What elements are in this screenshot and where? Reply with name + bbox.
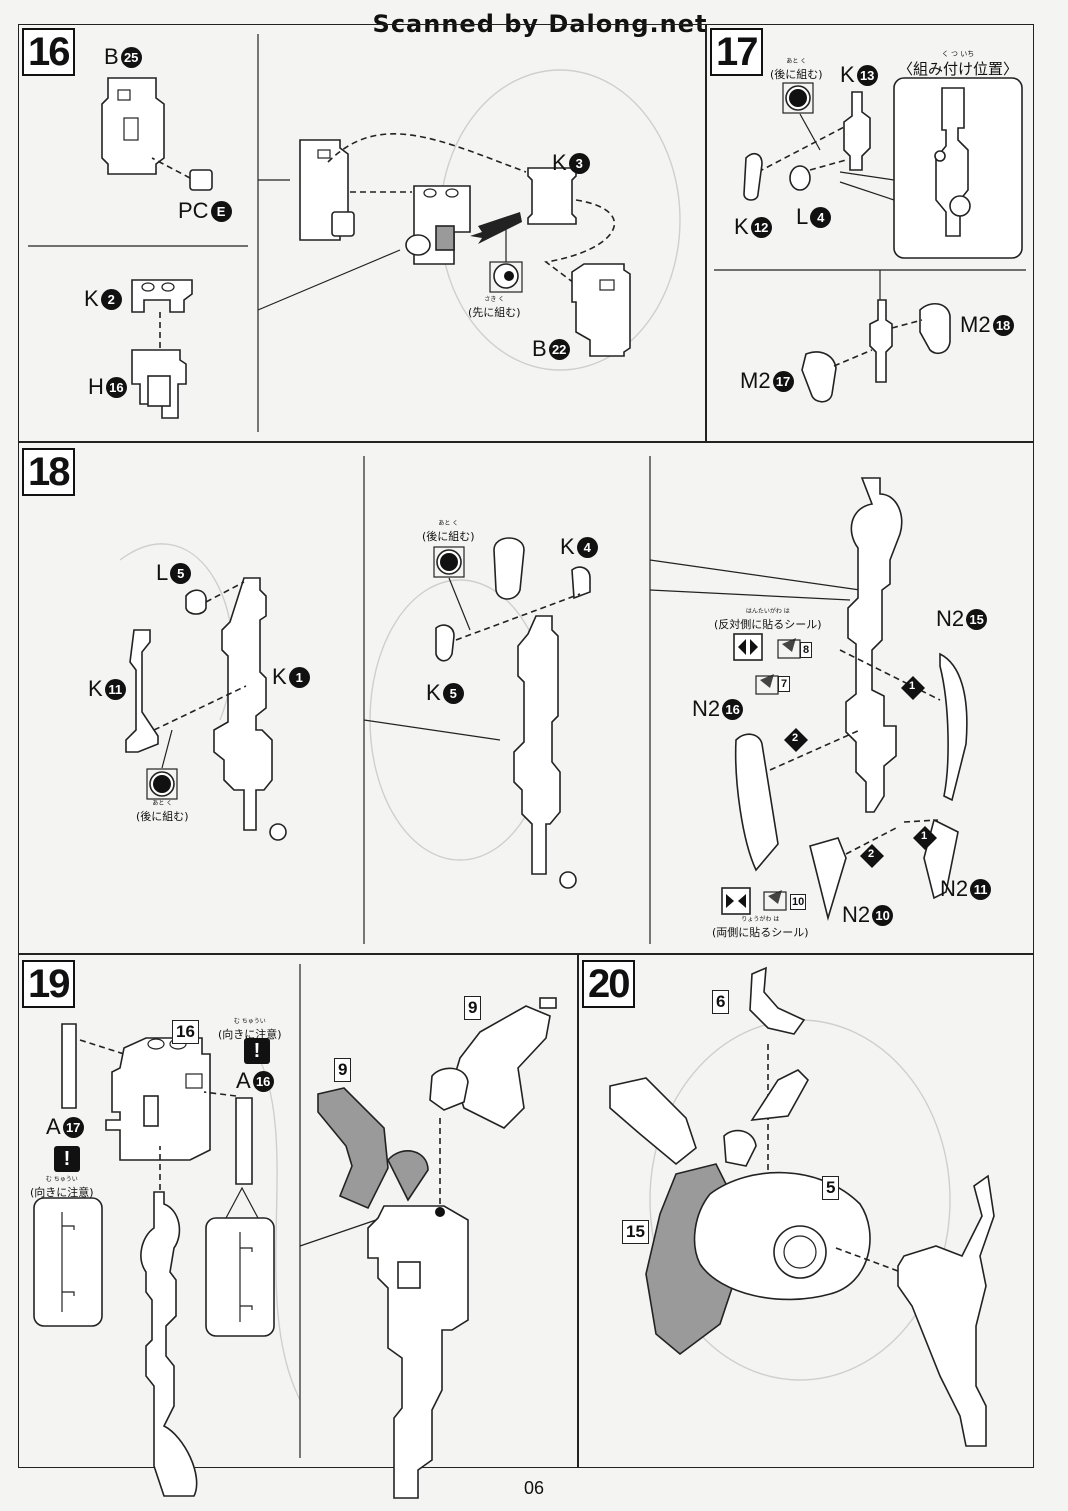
step-20-art: [609, 966, 995, 1447]
ref-part-15: 15: [622, 1220, 649, 1244]
sticker-number-10: 10: [790, 894, 807, 910]
order-arrow-2b: 2: [868, 848, 875, 860]
mounting-position-label: く つ いち〈組み付け位置〉: [898, 50, 1019, 78]
ref-part-5: 5: [822, 1176, 840, 1200]
step-18-panel: [18, 442, 1034, 954]
caution-icon: !: [54, 1146, 80, 1172]
step-16-number: 16: [22, 28, 75, 76]
step-20-panel: [578, 954, 1034, 1468]
order-arrow-1a: 1: [909, 680, 916, 692]
assemble-later-note-17: あと く(後に組む): [770, 58, 823, 81]
step-19-number: 19: [22, 960, 75, 1008]
order-arrow-2a: 2: [792, 732, 799, 744]
step-16-art: [28, 34, 631, 432]
step-20-number: 20: [582, 960, 635, 1008]
sticker-both-sides-note: りょうがわ は(両側に貼るシール): [712, 916, 809, 939]
ref-part-6: 6: [712, 990, 730, 1014]
sticker-number-7: 7: [778, 676, 791, 692]
ref-part-9b: 9: [334, 1058, 352, 1082]
step-19-art: [33, 964, 557, 1499]
step-19-panel: [18, 954, 578, 1468]
caution-icon: !: [244, 1038, 270, 1064]
step-17-panel: [706, 24, 1034, 442]
step-18-number: 18: [22, 448, 75, 496]
step-18-art: [125, 456, 968, 944]
ref-step-16: 16: [172, 1020, 199, 1044]
step-17-art: [714, 77, 1026, 403]
assemble-later-note-18a: あと く(後に組む): [422, 520, 475, 543]
sticker-opposite-side-note: はんたいがわ は(反対側に貼るシール): [714, 608, 822, 631]
step-16-panel: [18, 24, 706, 442]
sticker-number-8: 8: [800, 642, 813, 658]
orientation-caution-17: む ちゅうい(向きに注意): [30, 1176, 94, 1199]
assemble-first-note: さき く(先に組む): [468, 296, 521, 319]
order-arrow-1b: 1: [921, 830, 928, 842]
page-number: 06: [523, 1478, 545, 1498]
orientation-caution-16: む ちゅうい(向きに注意): [218, 1018, 282, 1041]
ref-part-9a: 9: [464, 996, 482, 1020]
step-17-number: 17: [710, 28, 763, 76]
assemble-later-note-18b: あと く(後に組む): [136, 800, 189, 823]
